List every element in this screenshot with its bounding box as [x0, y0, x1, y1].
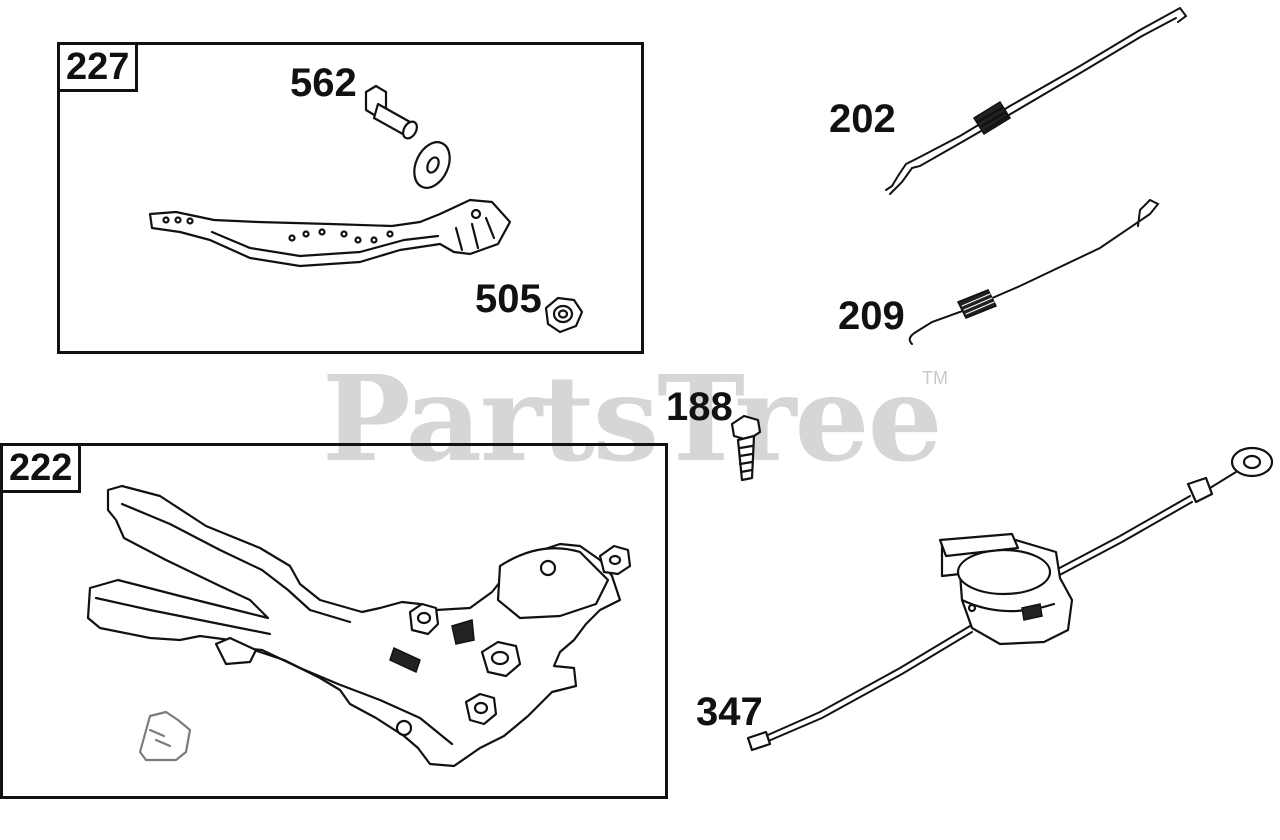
group-box-222: 222 — [0, 443, 668, 799]
group-number-222: 222 — [3, 446, 82, 493]
pin-562-drawing — [364, 84, 418, 140]
watermark-logo: PartsTree — [322, 349, 943, 488]
group-number-227: 227 — [60, 45, 139, 92]
callout-209[interactable]: 209 — [838, 294, 905, 338]
washer-drawing — [413, 141, 451, 189]
bolt-188-drawing — [730, 414, 762, 482]
callout-347[interactable]: 347 — [696, 690, 763, 734]
spring-209-drawing — [908, 199, 1160, 345]
nut-505-drawing — [544, 296, 584, 334]
callout-202[interactable]: 202 — [829, 97, 896, 141]
rod-202-drawing — [885, 6, 1188, 195]
small-clip-drawing — [138, 710, 192, 762]
callout-188[interactable]: 188 — [666, 385, 733, 429]
callout-562[interactable]: 562 — [290, 61, 357, 105]
lever-227-drawing — [148, 198, 512, 268]
bracket-nuts — [408, 544, 632, 726]
callout-505[interactable]: 505 — [475, 277, 542, 321]
cable-347-drawing — [746, 446, 1274, 752]
trademark-mark: TM — [922, 368, 948, 388]
group-box-227: 227 — [57, 42, 644, 354]
control-bracket-222-drawing — [86, 484, 632, 768]
